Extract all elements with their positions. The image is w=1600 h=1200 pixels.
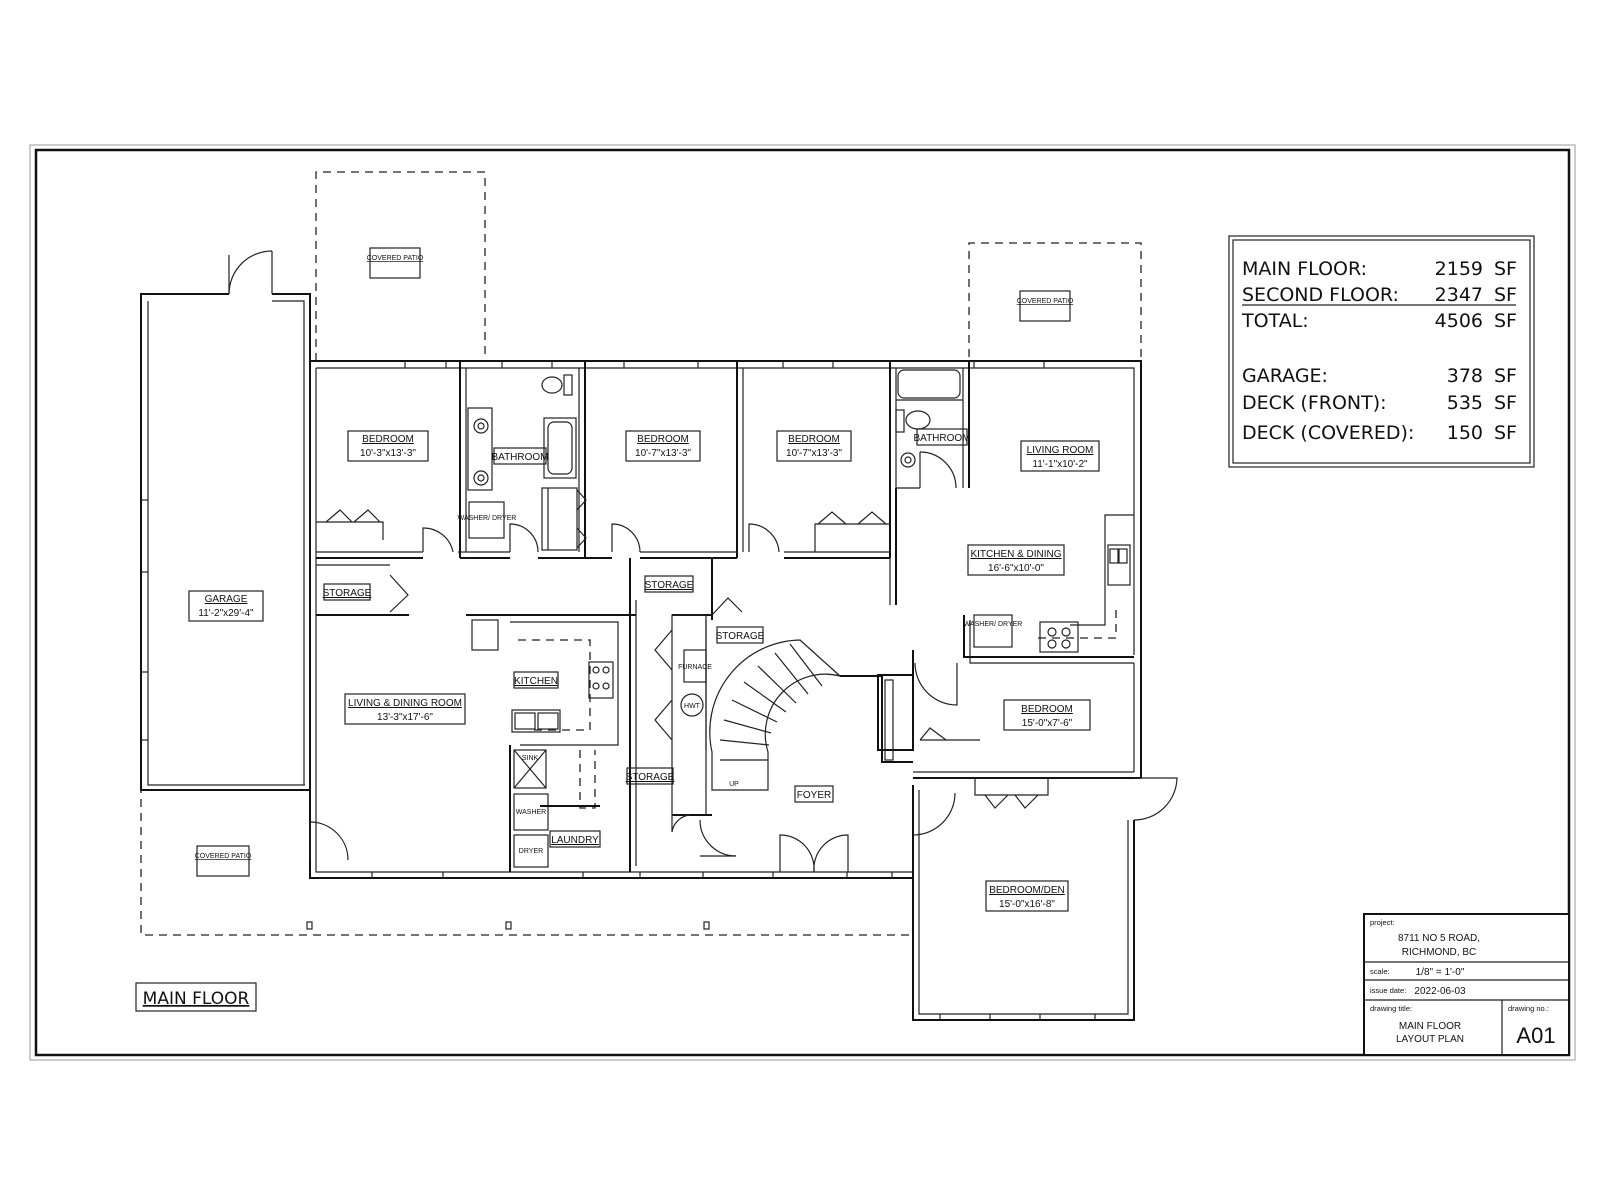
sink-label: SINK bbox=[522, 755, 539, 762]
bedroom-3-label: BEDROOM bbox=[788, 434, 840, 445]
kitchen-dining-dim: 16'-6"x10'-0" bbox=[988, 563, 1044, 574]
main-floor-label: MAIN FLOOR bbox=[143, 989, 250, 1009]
laundry-label: LAUNDRY bbox=[551, 835, 599, 846]
living-dining-label: LIVING & DINING ROOM bbox=[348, 698, 462, 709]
kitchen-dining-label: KITCHEN & DINING bbox=[970, 549, 1061, 560]
storage-4-label: STORAGE bbox=[626, 772, 675, 783]
area-unit-deck-covered: SF bbox=[1494, 422, 1517, 444]
drawing-no-value: A01 bbox=[1516, 1023, 1555, 1048]
area-label-second: SECOND FLOOR: bbox=[1242, 284, 1399, 306]
storage-2-label: STORAGE bbox=[645, 580, 694, 591]
project-line-2: RICHMOND, BC bbox=[1402, 947, 1476, 958]
area-table: MAIN FLOOR: 2159 SF SECOND FLOOR: 2347 S… bbox=[1228, 235, 1535, 468]
area-unit-deck-front: SF bbox=[1494, 392, 1517, 414]
washer-dryer-2-label: WASHER/ DRYER bbox=[964, 621, 1023, 628]
area-label-main: MAIN FLOOR: bbox=[1242, 258, 1367, 280]
area-value-deck-front: 535 bbox=[1447, 392, 1483, 414]
garage-label: GARAGE bbox=[205, 594, 248, 605]
bedroom-4-label: BEDROOM bbox=[1021, 704, 1073, 715]
furnace-label: FURNACE bbox=[678, 664, 712, 671]
bedroom-3-dim: 10'-7"x13'-3" bbox=[786, 448, 842, 459]
interior-walls bbox=[309, 361, 1178, 1021]
hwt-label: HWT bbox=[684, 703, 701, 710]
foyer-label: FOYER bbox=[797, 790, 831, 801]
bathroom-2-label: BATHROOM bbox=[913, 433, 970, 444]
area-label-deck-covered: DECK (COVERED): bbox=[1242, 422, 1414, 444]
kitchen-label: KITCHEN bbox=[514, 676, 558, 687]
bedroom-4-dim: 15'-0"x7'-6" bbox=[1022, 718, 1073, 729]
room-labels: COVERED PATIO COVERED PATIO COVERED PATI… bbox=[188, 247, 1100, 912]
house-walls bbox=[306, 360, 1142, 930]
area-value-second: 2347 bbox=[1435, 284, 1483, 306]
issue-date-label: issue date: bbox=[1370, 986, 1406, 995]
covered-patio-top-right-label: COVERED PATIO bbox=[1017, 298, 1074, 305]
drawing-title-line-1: MAIN FLOOR bbox=[1399, 1021, 1461, 1032]
dryer-label: DRYER bbox=[519, 848, 543, 855]
covered-patio-bottom-left-label: COVERED PATIO bbox=[195, 853, 252, 860]
drawing-title-label: drawing title: bbox=[1370, 1004, 1412, 1013]
garage-walls bbox=[140, 250, 311, 791]
area-value-main: 2159 bbox=[1435, 258, 1483, 280]
storage-1-label: STORAGE bbox=[323, 588, 372, 599]
scale-label: scale: bbox=[1370, 967, 1390, 976]
area-value-total: 4506 bbox=[1435, 310, 1483, 332]
drawing-no-label: drawing no.: bbox=[1508, 1004, 1549, 1013]
area-unit-garage: SF bbox=[1494, 365, 1517, 387]
living-room-dim: 11'-1"x10'-2" bbox=[1032, 459, 1088, 470]
living-dining-dim: 13'-3"x17'-6" bbox=[377, 712, 433, 723]
bedroom-den-label: BEDROOM/DEN bbox=[989, 885, 1065, 896]
area-value-garage: 378 bbox=[1447, 365, 1483, 387]
drawing-title-line-2: LAYOUT PLAN bbox=[1396, 1034, 1464, 1045]
main-floor-label-box bbox=[135, 982, 257, 1012]
project-line-1: 8711 NO 5 ROAD, bbox=[1398, 933, 1480, 944]
area-unit-second: SF bbox=[1494, 284, 1517, 306]
covered-patio-bottom-outline bbox=[140, 785, 913, 936]
storage-3-label: STORAGE bbox=[716, 631, 765, 642]
area-unit-main: SF bbox=[1494, 258, 1517, 280]
garage-dim: 11'-2"x29'-4" bbox=[198, 608, 254, 619]
project-label: project: bbox=[1370, 918, 1395, 927]
area-unit-total: SF bbox=[1494, 310, 1517, 332]
bedroom-2-label: BEDROOM bbox=[637, 434, 689, 445]
sheet-outer-border bbox=[29, 144, 1576, 1061]
sheet-inner-border bbox=[34, 148, 1571, 1057]
bathroom-1-label: BATHROOM bbox=[491, 452, 548, 463]
issue-date-value: 2022-06-03 bbox=[1414, 986, 1466, 997]
bedroom-1-label: BEDROOM bbox=[362, 434, 414, 445]
washer-dryer-1-label: WASHER/ DRYER bbox=[458, 515, 517, 522]
washer-label: WASHER bbox=[516, 809, 546, 816]
area-label-total: TOTAL: bbox=[1241, 310, 1309, 332]
bedroom-2-dim: 10'-7"x13'-3" bbox=[635, 448, 691, 459]
scale-value: 1/8" = 1'-0" bbox=[1416, 967, 1465, 978]
covered-patio-top-left-outline bbox=[315, 171, 486, 361]
area-label-deck-front: DECK (FRONT): bbox=[1242, 392, 1387, 414]
title-block: project: 8711 NO 5 ROAD, RICHMOND, BC sc… bbox=[1363, 913, 1570, 1056]
living-room-label: LIVING ROOM bbox=[1027, 445, 1094, 456]
covered-patio-top-left-label: COVERED PATIO bbox=[367, 255, 424, 262]
covered-patio-top-right-outline bbox=[968, 242, 1142, 357]
area-value-deck-covered: 150 bbox=[1447, 422, 1483, 444]
bedroom-den-dim: 15'-0"x16'-8" bbox=[999, 899, 1055, 910]
stair-up-label: UP bbox=[729, 781, 739, 788]
area-label-garage: GARAGE: bbox=[1242, 365, 1328, 387]
bedroom-1-dim: 10'-3"x13'-3" bbox=[360, 448, 416, 459]
